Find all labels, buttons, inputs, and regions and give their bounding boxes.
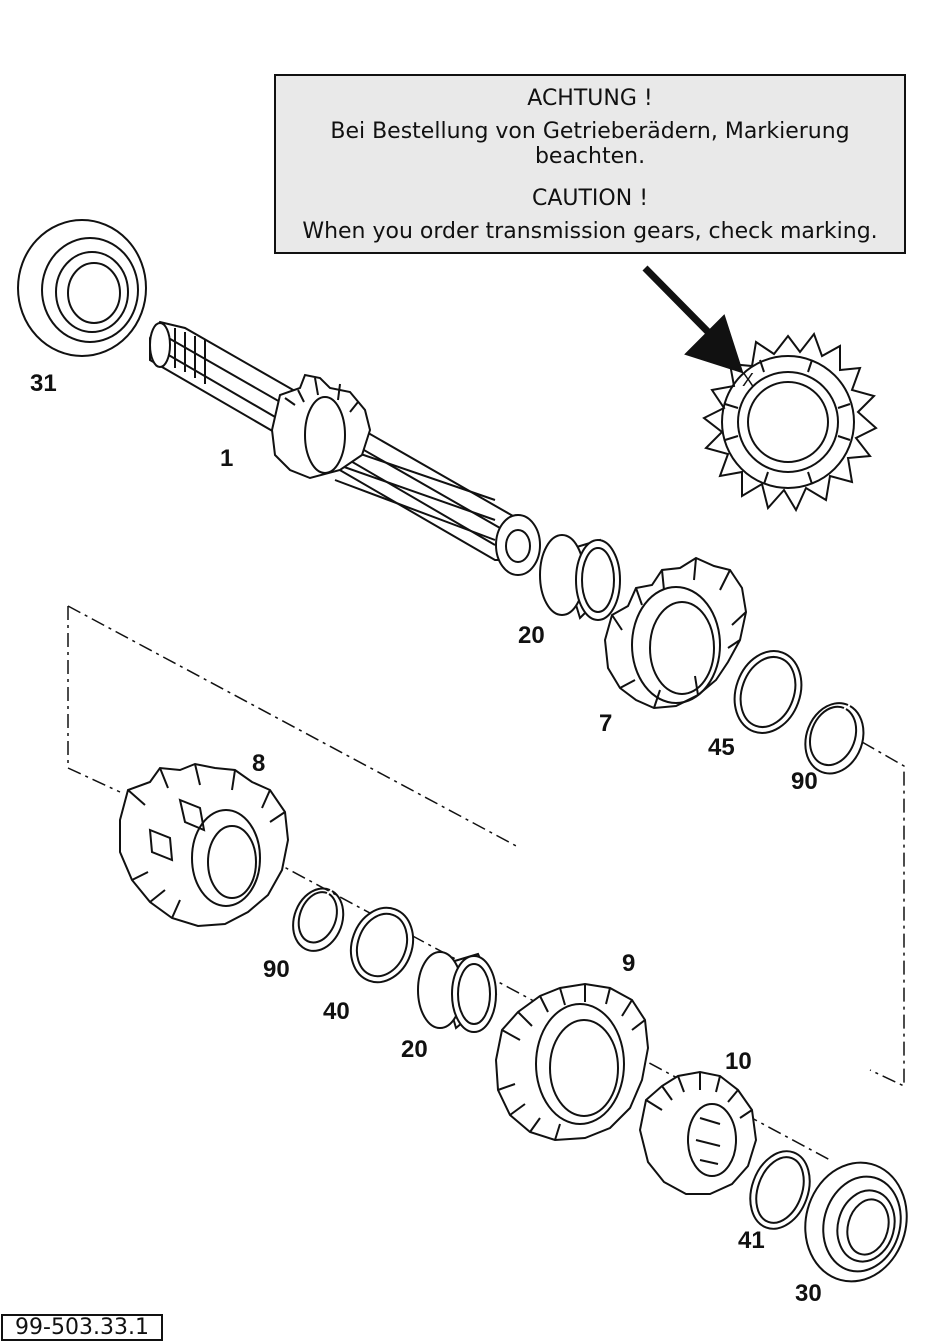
marked-gear-detail xyxy=(702,331,878,513)
needle-bushing-20-lower xyxy=(417,951,498,1033)
gear-10 xyxy=(638,1070,758,1195)
drawing-number: 99-503.33.1 xyxy=(1,1314,163,1341)
callout-41: 41 xyxy=(738,1227,765,1254)
callout-90-upper: 90 xyxy=(791,768,818,795)
callout-30: 30 xyxy=(795,1280,822,1307)
marking-x-symbol: X xyxy=(742,370,754,390)
caution-notice-box: ACHTUNG ! Bei Bestellung von Getrieberäd… xyxy=(274,74,906,254)
gear-7 xyxy=(603,556,748,710)
notice-en-text: When you order transmission gears, check… xyxy=(302,219,878,244)
shim-40 xyxy=(349,906,415,984)
shim-41 xyxy=(749,1150,811,1230)
callout-45: 45 xyxy=(708,734,735,761)
notice-de-heading: ACHTUNG ! xyxy=(527,86,653,111)
gear-9 xyxy=(494,982,650,1142)
callout-10: 10 xyxy=(725,1048,752,1075)
callout-1: 1 xyxy=(220,445,234,472)
callout-20-lower: 20 xyxy=(401,1036,428,1063)
callout-9: 9 xyxy=(622,950,636,977)
callout-31: 31 xyxy=(30,370,57,397)
notice-en-heading: CAUTION ! xyxy=(531,186,649,211)
needle-bushing-20-upper xyxy=(539,534,621,621)
circlip-90-lower xyxy=(292,887,345,952)
callout-8: 8 xyxy=(252,750,266,777)
circlip-90-upper xyxy=(804,702,865,775)
main-shaft-1 xyxy=(149,320,541,576)
callout-20-upper: 20 xyxy=(518,622,545,649)
callout-7: 7 xyxy=(599,710,613,737)
ball-bearing-31 xyxy=(17,219,147,357)
callout-90-lower: 90 xyxy=(263,956,290,983)
notice-de-text: Bei Bestellung von Getrieberädern, Marki… xyxy=(330,119,850,169)
shim-45 xyxy=(733,650,803,734)
gear-8 xyxy=(119,762,290,928)
callout-40: 40 xyxy=(323,998,350,1025)
ball-bearing-30 xyxy=(804,1161,908,1283)
marking-arrow xyxy=(642,265,744,374)
